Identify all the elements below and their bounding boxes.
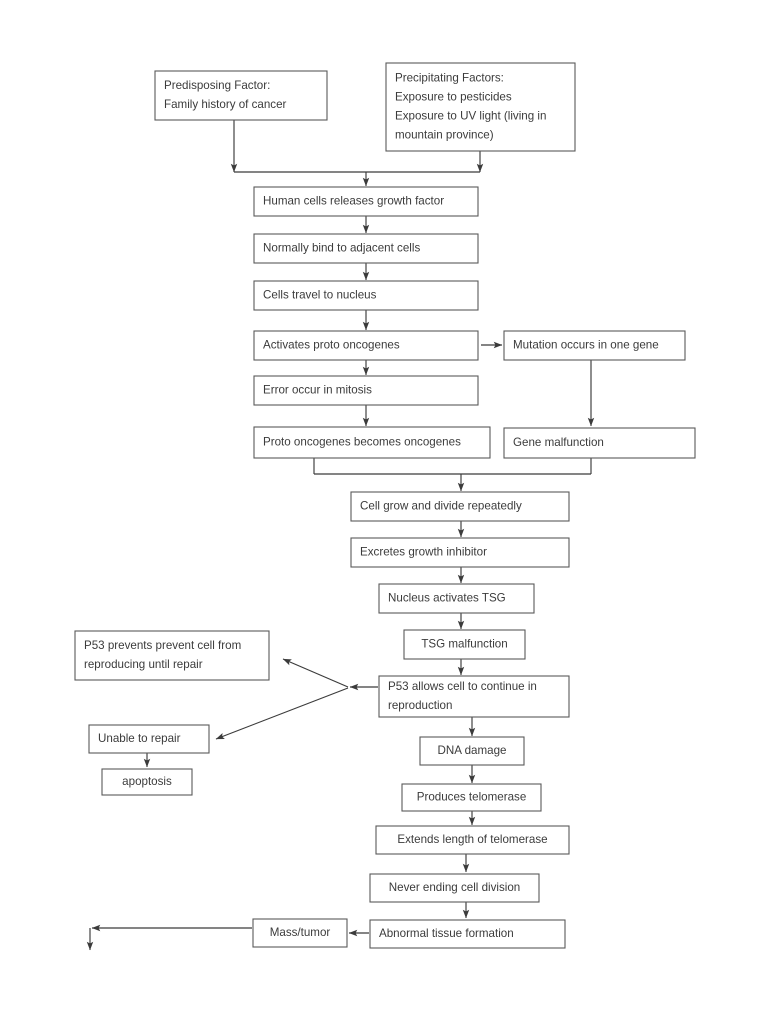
node-box-proto-oncogenes (253, 330, 479, 361)
node-precipitating[interactable]: Precipitating Factors:Exposure to pestic… (385, 62, 576, 152)
node-label-tsg-malfunction: TSG malfunction (421, 638, 507, 651)
node-box-abnormal-tissue (369, 919, 566, 949)
node-growth-factor[interactable]: Human cells releases growth factor (253, 186, 479, 217)
node-label-adjacent-cells: Normally bind to adjacent cells (263, 242, 420, 255)
node-box-adjacent-cells (253, 233, 479, 264)
node-label-nucleus-tsg: Nucleus activates TSG (388, 592, 506, 605)
node-label-dna-damage: DNA damage (438, 744, 507, 757)
flowchart-nodes: Predisposing Factor:Family history of ca… (74, 62, 696, 949)
node-never-ending[interactable]: Never ending cell division (369, 873, 540, 903)
node-label-gene-malfunction: Gene malfunction (513, 436, 604, 449)
node-growth-inhibitor[interactable]: Excretes growth inhibitor (350, 537, 570, 568)
node-label-error-mitosis: Error occur in mitosis (263, 384, 372, 397)
node-becomes-oncogenes[interactable]: Proto oncogenes becomes oncogenes (253, 426, 491, 459)
node-label-apoptosis: apoptosis (122, 775, 172, 788)
node-box-travel-nucleus (253, 280, 479, 311)
node-box-p53-allows (378, 675, 570, 718)
node-mass-tumor[interactable]: Mass/tumor (252, 918, 348, 948)
node-box-predisposing (154, 70, 328, 121)
node-box-nucleus-tsg (378, 583, 535, 614)
node-box-growth-factor (253, 186, 479, 217)
node-gene-malfunction[interactable]: Gene malfunction (503, 427, 696, 459)
node-proto-oncogenes[interactable]: Activates proto oncogenes (253, 330, 479, 361)
node-label-unable-repair: Unable to repair (98, 732, 181, 745)
node-label-never-ending: Never ending cell division (389, 881, 520, 894)
node-produces-telomerase[interactable]: Produces telomerase (401, 783, 542, 812)
node-tsg-malfunction[interactable]: TSG malfunction (403, 629, 526, 660)
node-label-predisposing: Predisposing Factor:Family history of ca… (164, 79, 287, 111)
node-label-grow-divide: Cell grow and divide repeatedly (360, 500, 522, 513)
node-error-mitosis[interactable]: Error occur in mitosis (253, 375, 479, 406)
node-label-growth-factor: Human cells releases growth factor (263, 195, 444, 208)
node-mutation[interactable]: Mutation occurs in one gene (503, 330, 686, 361)
node-box-unable-repair (88, 724, 210, 754)
flow-edge-junction-to-unable-repair (215, 687, 349, 740)
node-label-proto-oncogenes: Activates proto oncogenes (263, 339, 400, 352)
node-box-tsg-malfunction (403, 629, 526, 660)
node-box-error-mitosis (253, 375, 479, 406)
node-box-becomes-oncogenes (253, 426, 491, 459)
node-predisposing[interactable]: Predisposing Factor:Family history of ca… (154, 70, 328, 121)
node-box-apoptosis (101, 768, 193, 796)
flowchart-edges (86, 120, 595, 951)
node-box-gene-malfunction (503, 427, 696, 459)
node-box-dna-damage (419, 736, 525, 766)
node-travel-nucleus[interactable]: Cells travel to nucleus (253, 280, 479, 311)
node-label-precipitating: Precipitating Factors:Exposure to pestic… (395, 72, 546, 142)
node-label-becomes-oncogenes: Proto oncogenes becomes oncogenes (263, 436, 461, 449)
node-dna-damage[interactable]: DNA damage (419, 736, 525, 766)
node-box-extends-telomerase (375, 825, 570, 855)
node-box-growth-inhibitor (350, 537, 570, 568)
node-label-abnormal-tissue: Abnormal tissue formation (379, 927, 514, 940)
node-label-mutation: Mutation occurs in one gene (513, 339, 659, 352)
node-grow-divide[interactable]: Cell grow and divide repeatedly (350, 491, 570, 522)
node-label-mass-tumor: Mass/tumor (270, 926, 331, 939)
node-box-precipitating (385, 62, 576, 152)
node-nucleus-tsg[interactable]: Nucleus activates TSG (378, 583, 535, 614)
node-unable-repair[interactable]: Unable to repair (88, 724, 210, 754)
node-adjacent-cells[interactable]: Normally bind to adjacent cells (253, 233, 479, 264)
node-box-mutation (503, 330, 686, 361)
node-label-growth-inhibitor: Excretes growth inhibitor (360, 546, 487, 559)
node-box-never-ending (369, 873, 540, 903)
node-box-mass-tumor (252, 918, 348, 948)
node-box-grow-divide (350, 491, 570, 522)
node-label-produces-telomerase: Produces telomerase (417, 791, 527, 804)
node-label-extends-telomerase: Extends length of telomerase (397, 833, 547, 846)
node-box-produces-telomerase (401, 783, 542, 812)
node-extends-telomerase[interactable]: Extends length of telomerase (375, 825, 570, 855)
flow-edge-junction-to-p53-prevents (282, 658, 349, 688)
node-abnormal-tissue[interactable]: Abnormal tissue formation (369, 919, 566, 949)
node-apoptosis[interactable]: apoptosis (101, 768, 193, 796)
node-box-p53-prevents (74, 630, 270, 681)
node-label-travel-nucleus: Cells travel to nucleus (263, 289, 377, 302)
